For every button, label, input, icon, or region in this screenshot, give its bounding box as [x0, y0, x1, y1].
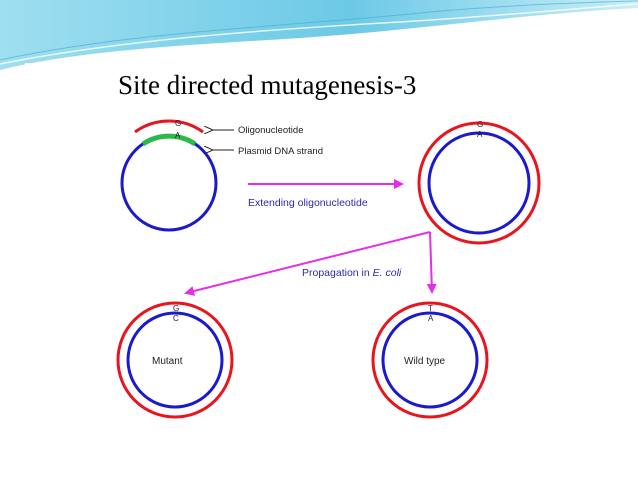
- propagation-arrow-to-mutant: [184, 231, 431, 296]
- base-wild-top: T: [428, 304, 433, 313]
- base-start-bottom: A: [175, 131, 181, 140]
- plasmid-with-oligo: G A: [120, 119, 218, 232]
- mutant-outer-strand: [116, 301, 234, 419]
- oligonucleotide-strand: [134, 119, 204, 134]
- base-extended-bottom: A: [477, 130, 483, 139]
- extended-duplex-plasmid: G A: [417, 120, 541, 245]
- base-mutant-top: G: [173, 304, 179, 313]
- propagation-label-prefix: Propagation in: [302, 267, 373, 279]
- wild-type-label: Wild type: [404, 356, 446, 367]
- annealed-region: [141, 133, 197, 147]
- extended-oligo-strand: [417, 121, 541, 245]
- plasmid-dna-strand: [120, 134, 218, 232]
- base-wild-bottom: A: [428, 314, 434, 323]
- mutant-plasmid: G C Mutant: [116, 301, 234, 419]
- wild-type-inner-strand: [381, 311, 479, 409]
- base-mutant-bottom: C: [173, 314, 179, 323]
- plasmid-strand-label: Plasmid DNA strand: [238, 146, 323, 157]
- mutant-inner-strand: [126, 311, 224, 409]
- header-swoosh-decoration: [0, 0, 638, 70]
- extended-plasmid-strand: [427, 131, 531, 235]
- extending-label: Extending oligonucleotide: [248, 197, 368, 209]
- base-start-top: G: [175, 119, 181, 128]
- mutant-label: Mutant: [152, 356, 183, 367]
- propagation-label: Propagation in E. coli: [302, 267, 402, 279]
- oligonucleotide-label: Oligonucleotide: [238, 125, 304, 136]
- propagation-organism: E. coli: [373, 267, 402, 279]
- wild-type-plasmid: T A Wild type: [371, 301, 489, 419]
- content-area: [25, 63, 611, 440]
- wild-type-outer-strand: [371, 301, 489, 419]
- slide-title: Site directed mutagenesis-3: [118, 70, 417, 100]
- base-extended-top: G: [477, 120, 483, 129]
- propagation-arrow-to-wild-type: [426, 231, 437, 294]
